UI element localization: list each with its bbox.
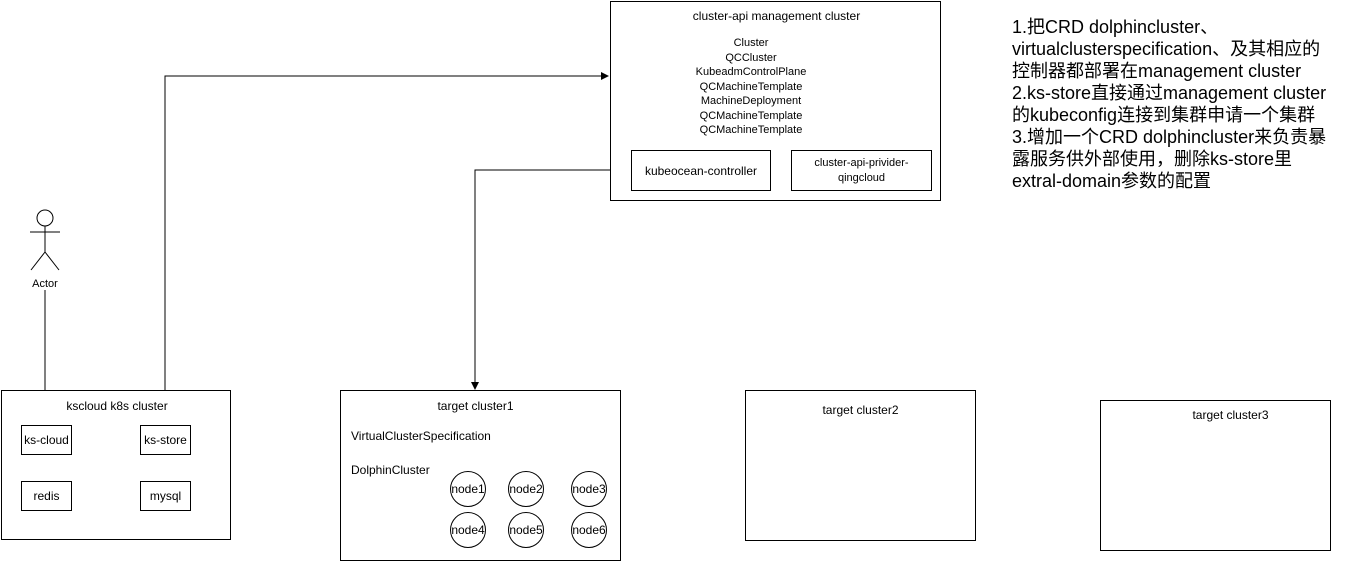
- note-line: extral-domain参数的配置: [1012, 171, 1212, 191]
- mysql-box[interactable]: mysql: [140, 481, 191, 511]
- resource-item: QCMachineTemplate: [699, 80, 803, 93]
- target-cluster2-title: target cluster2: [822, 403, 899, 417]
- target-cluster2-box[interactable]: target cluster2: [745, 390, 976, 541]
- target-cluster1-title: target cluster1: [437, 399, 514, 413]
- redis-box[interactable]: redis: [21, 481, 72, 511]
- ks-store-label: ks-store: [144, 433, 187, 447]
- node-circle[interactable]: node1: [450, 471, 486, 507]
- note-line: 2.ks-store直接通过management cluster: [1012, 83, 1327, 103]
- provider-label-line2: qingcloud: [837, 171, 886, 184]
- kscloud-cluster-title: kscloud k8s cluster: [66, 399, 168, 413]
- ks-cloud-box[interactable]: ks-cloud: [21, 425, 72, 455]
- note-line: 的kubeconfig连接到集群申请一个集群: [1012, 105, 1316, 125]
- note-line: 控制器都部署在management cluster: [1012, 61, 1302, 81]
- note-line: 1.把CRD dolphincluster、: [1012, 17, 1219, 37]
- node-circle[interactable]: node2: [508, 471, 544, 507]
- actor-icon: [30, 209, 60, 271]
- target-cluster1-box[interactable]: target cluster1 VirtualClusterSpecificat…: [340, 390, 621, 561]
- node-circle[interactable]: node3: [571, 471, 607, 507]
- ks-cloud-label: ks-cloud: [24, 433, 69, 447]
- target-cluster3-box[interactable]: target cluster3: [1100, 400, 1331, 551]
- ks-store-box[interactable]: ks-store: [140, 425, 191, 455]
- kubeocean-controller-box[interactable]: kubeocean-controller: [631, 150, 771, 191]
- kscloud-cluster-box[interactable]: kscloud k8s cluster ks-cloud ks-store re…: [1, 390, 231, 540]
- resource-item: QCMachineTemplate: [699, 124, 803, 136]
- cluster-api-provider-box[interactable]: cluster-api-privider- qingcloud: [791, 150, 932, 191]
- node-circle[interactable]: node5: [508, 512, 544, 548]
- management-cluster-box[interactable]: cluster-api management cluster Cluster Q…: [610, 1, 941, 201]
- redis-label: redis: [33, 489, 60, 503]
- edge-ks-store-to-management: [164, 72, 609, 425]
- resource-item: KubeadmControlPlane: [695, 66, 807, 78]
- note-line: 3.增加一个CRD dolphincluster来负责暴: [1012, 127, 1327, 147]
- management-resource-list: Cluster QCCluster KubeadmControlPlane QC…: [641, 36, 861, 138]
- resource-item: Cluster: [733, 37, 769, 49]
- node-circle[interactable]: node6: [571, 512, 607, 548]
- dolphin-cluster-label: DolphinCluster: [351, 463, 430, 477]
- management-cluster-title: cluster-api management cluster: [692, 9, 861, 23]
- notes-text: 1.把CRD dolphincluster、 virtualclusterspe…: [1012, 16, 1326, 192]
- edge-controller-to-target1: [471, 169, 630, 390]
- node-circle[interactable]: node4: [450, 512, 486, 548]
- actor-label: Actor: [32, 278, 58, 290]
- note-line: virtualclusterspecification、及其相应的: [1012, 39, 1321, 59]
- mysql-label: mysql: [149, 489, 182, 503]
- virtual-cluster-spec-label: VirtualClusterSpecification: [351, 429, 491, 443]
- note-line: 露服务供外部使用，删除ks-store里: [1012, 149, 1293, 169]
- resource-item: QCMachineTemplate: [699, 109, 803, 122]
- resource-item: MachineDeployment: [700, 95, 802, 107]
- target-cluster3-title: target cluster3: [1192, 408, 1269, 422]
- resource-item: QCCluster: [725, 51, 777, 64]
- kubeocean-controller-label: kubeocean-controller: [644, 163, 758, 178]
- provider-label-line1: cluster-api-privider-: [814, 156, 909, 169]
